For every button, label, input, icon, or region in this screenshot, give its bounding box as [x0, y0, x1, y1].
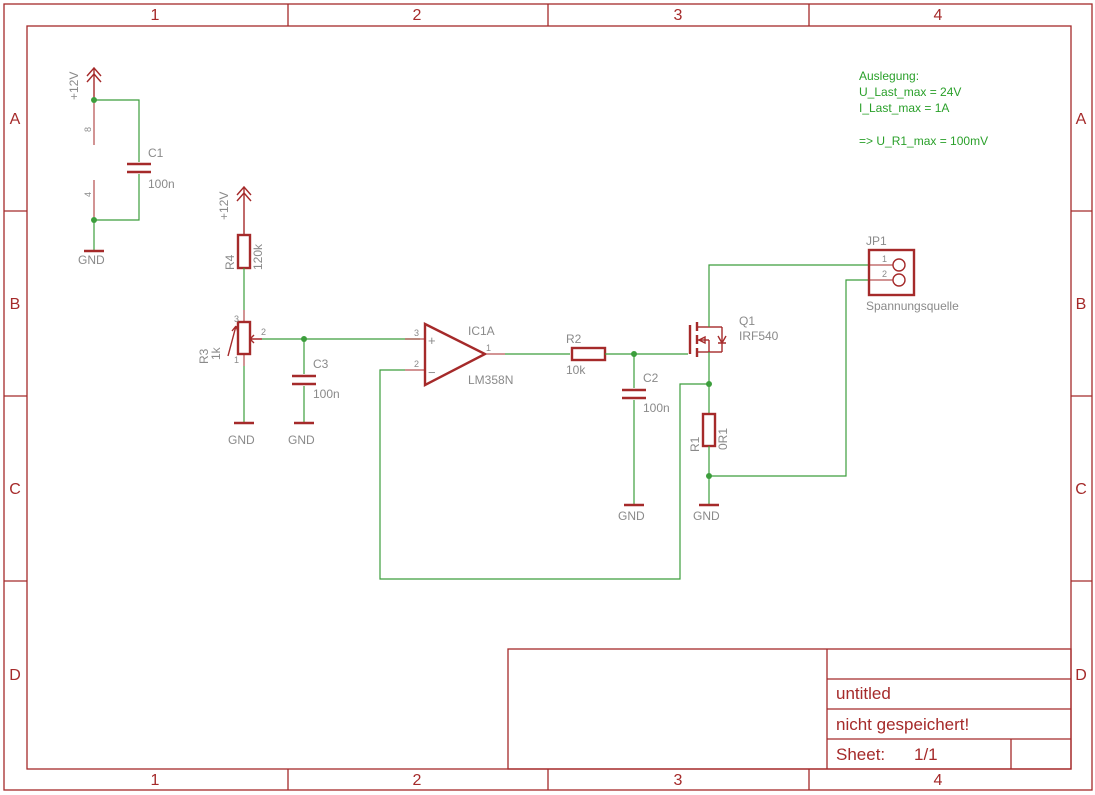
c3-name: C3	[313, 357, 329, 371]
row-label-d-right: D	[1075, 667, 1087, 684]
title-block-sheet-value: 1/1	[914, 745, 938, 764]
r4-name: R4	[223, 254, 237, 270]
r3-pin-2: 2	[261, 327, 266, 337]
gnd-label-5: GND	[693, 509, 720, 523]
connector-jp1: 1 2 JP1 Spannungsquelle	[866, 234, 959, 313]
row-label-d-left: D	[9, 667, 21, 684]
r3-pin-3: 3	[234, 314, 239, 324]
column-label-1-top: 1	[151, 7, 160, 24]
jp1-pin-2-circle	[892, 273, 906, 287]
supply-12v-label-2: +12V	[217, 192, 231, 220]
row-label-c-right: C	[1075, 481, 1087, 498]
gnd-label-4: GND	[618, 509, 645, 523]
note-line-1: Auslegung:	[859, 69, 919, 83]
title-block-status: nicht gespeichert!	[836, 715, 969, 734]
r1-body	[701, 412, 717, 448]
jp1-pin-1-circle	[892, 258, 906, 272]
column-label-2-bottom: 2	[413, 772, 422, 789]
q1-arrow-icon	[697, 335, 706, 345]
column-label-1-bottom: 1	[151, 772, 160, 789]
ic1-name: IC1A	[468, 324, 495, 338]
ic-power-pin-4: 4	[83, 192, 93, 197]
column-label-3-bottom: 3	[674, 772, 683, 789]
shunt-r1: R1 0R1 GND	[688, 279, 870, 523]
drawing-frame	[3, 3, 1093, 791]
column-label-4-bottom: 4	[934, 772, 943, 789]
opamp-plus-sign: +	[428, 333, 436, 348]
row-label-a-right: A	[1076, 111, 1087, 128]
column-label-2-top: 2	[413, 7, 422, 24]
c2-name: C2	[643, 371, 659, 385]
note-line-2: U_Last_max = 24V	[859, 85, 961, 99]
title-block-title: untitled	[836, 684, 891, 703]
jp1-body	[867, 248, 916, 297]
jp1-pin-2: 2	[882, 269, 887, 279]
row-label-b-left: B	[10, 296, 21, 313]
r2-name: R2	[566, 332, 582, 346]
gnd-label-1: GND	[78, 253, 105, 267]
supply-12v-label-1: +12V	[67, 72, 81, 100]
c2-value: 100n	[643, 401, 670, 415]
c1-name: C1	[148, 146, 164, 160]
jp1-name: JP1	[866, 234, 887, 248]
r3-wiper	[249, 334, 262, 344]
r4-value: 120k	[251, 243, 265, 270]
r3-value: 1k	[209, 346, 223, 360]
r3-body	[236, 320, 252, 356]
q1-body-diode-icon	[717, 335, 727, 345]
title-block-sheet-label: Sheet:	[836, 745, 885, 764]
gnd-label-2: GND	[228, 433, 255, 447]
opamp-pin-minus: 2	[414, 359, 419, 369]
gnd-label-3: GND	[288, 433, 315, 447]
title-block	[507, 648, 1072, 770]
c3-value: 100n	[313, 387, 340, 401]
opamp-pin-out: 1	[486, 343, 491, 353]
ic-power-section: +12V 8 4 C1 100n GND	[67, 66, 175, 267]
row-label-a-left: A	[10, 111, 21, 128]
row-label-b-right: B	[1076, 296, 1087, 313]
r2-value: 10k	[566, 363, 586, 377]
jp1-value: Spannungsquelle	[866, 299, 959, 313]
mosfet-q1: Q1 IRF540	[688, 264, 870, 414]
ic1-value: LM358N	[468, 373, 513, 387]
opamp-pin-plus: 3	[414, 328, 419, 338]
opamp-triangle	[423, 322, 488, 387]
jp1-pin-1: 1	[882, 254, 887, 264]
ic-power-pin-8: 8	[83, 127, 93, 132]
r2-body	[570, 346, 607, 362]
r1-name: R1	[688, 436, 702, 452]
opamp-minus-sign: −	[428, 365, 436, 380]
column-label-4-top: 4	[934, 7, 943, 24]
column-label-3-top: 3	[674, 7, 683, 24]
design-notes: Auslegung: U_Last_max = 24V I_Last_max =…	[859, 69, 988, 148]
q1-value: IRF540	[739, 329, 779, 343]
row-label-c-left: C	[9, 481, 21, 498]
note-line-5: => U_R1_max = 100mV	[859, 134, 988, 148]
r3-name: R3	[197, 348, 211, 364]
c1-value: 100n	[148, 177, 175, 191]
opamp-ic1a: + − 3 2 1 IC1A LM358N	[379, 322, 709, 580]
r4-body	[236, 233, 252, 270]
r3-pin-1: 1	[234, 355, 239, 365]
r3-arrow-icon	[227, 325, 239, 357]
reference-divider: +12V R4 120k 3 2 1 R3 1k GND C3 100n GND	[197, 185, 420, 447]
q1-name: Q1	[739, 314, 755, 328]
r1-value: 0R1	[716, 428, 730, 450]
note-line-3: I_Last_max = 1A	[859, 101, 949, 115]
gate-filter: R2 10k C2 100n GND	[566, 332, 688, 523]
